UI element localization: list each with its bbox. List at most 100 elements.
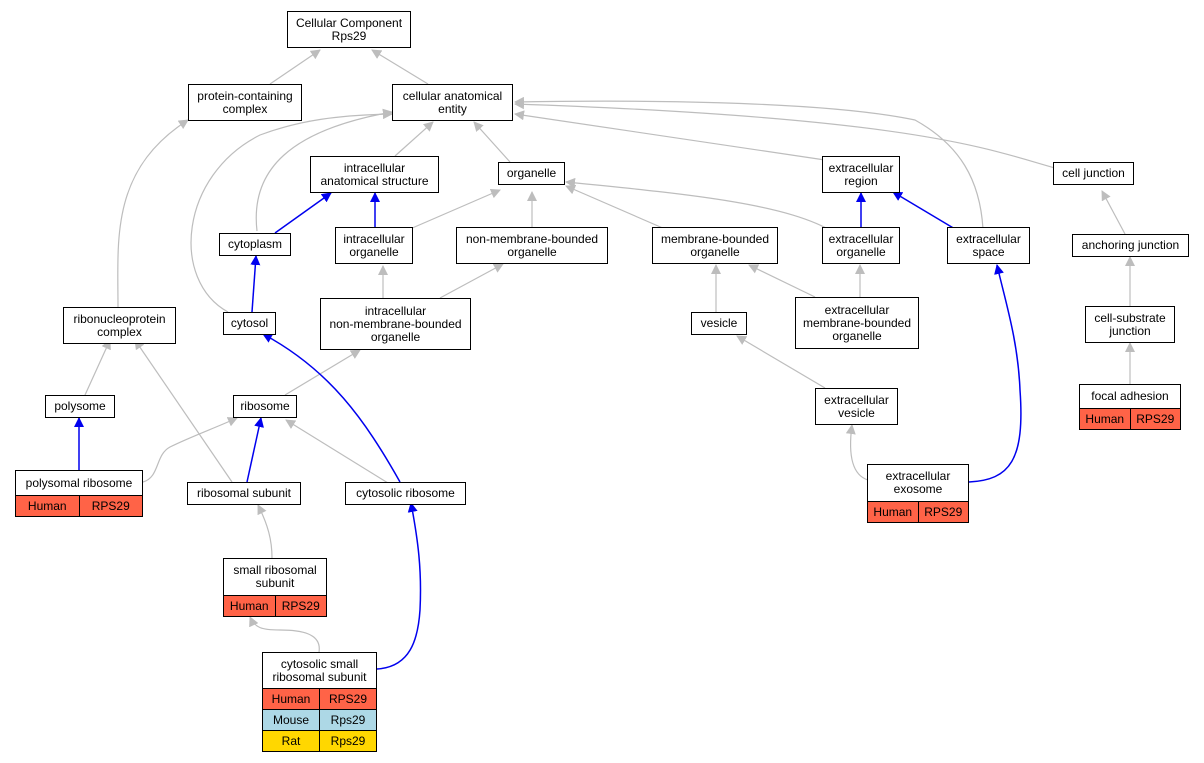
node-label: intracellular anatomical structure [311, 157, 438, 192]
node-label-line: exosome [893, 482, 943, 496]
node-label: intracellular organelle [336, 228, 412, 263]
node-label-line: small ribosomal [233, 563, 317, 577]
node-cytoplasm[interactable]: cytoplasm [219, 233, 291, 256]
node-label: non-membrane-bounded organelle [457, 228, 607, 263]
node-label-line: polysomal ribosome [25, 475, 133, 490]
node-label: ribonucleoprotein complex [64, 308, 175, 343]
node-label: intracellular non-membrane-bounded organ… [321, 299, 470, 349]
node-intracellular-organelle[interactable]: intracellular organelle [335, 227, 413, 264]
node-label-line: vesicle [838, 405, 875, 420]
node-non-membrane-bounded-organelle[interactable]: non-membrane-bounded organelle [456, 227, 608, 264]
node-label: ribosomal subunit [188, 483, 300, 504]
gene-symbol: Rps29 [319, 731, 376, 751]
node-label: anchoring junction [1073, 235, 1188, 256]
node-label: vesicle [692, 313, 746, 334]
edge-csrs-to-cytosolic-ribosome [376, 502, 422, 670]
node-label: cytosolic ribosome [346, 483, 465, 504]
node-label-line: complex [222, 101, 268, 116]
node-label: cytosol [224, 313, 275, 334]
node-cell-junction[interactable]: cell junction [1053, 162, 1134, 185]
node-extracellular-space[interactable]: extracellular space [947, 227, 1030, 264]
edge-exosome-to-extracellular-space [968, 264, 1022, 483]
edge-mbo-to-organelle [565, 184, 666, 230]
node-label-line: organelle [690, 244, 740, 259]
species-row-human: Human RPS29 [1080, 408, 1180, 429]
edge-cytoplasm-to-cae [255, 108, 393, 232]
node-intracellular-anatomical-structure[interactable]: intracellular anatomical structure [310, 156, 439, 193]
node-label-line: protein-containing [197, 88, 293, 103]
node-label-line: cytoplasm [227, 237, 283, 251]
node-label-line: extracellular [828, 231, 894, 246]
node-extracellular-vesicle[interactable]: extracellular vesicle [815, 388, 898, 425]
species-row-mouse: Mouse Rps29 [263, 709, 376, 730]
edge-extracellular-space-to-region [892, 191, 956, 230]
node-label: extracellular membrane-bounded organelle [796, 298, 918, 348]
node-label-line: cytosolic ribosome [356, 486, 455, 500]
gene-symbol: Rps29 [319, 710, 376, 730]
node-polysome[interactable]: polysome [45, 395, 115, 418]
node-cell-substrate-junction[interactable]: cell-substrate junction [1085, 306, 1175, 343]
node-cellular-anatomical-entity[interactable]: cellular anatomical entity [392, 84, 513, 121]
species-name: Human [27, 499, 67, 513]
species-row-rat: Rat Rps29 [263, 730, 376, 751]
node-label-line: intracellular [343, 160, 406, 175]
node-label-line: Cellular Component [295, 15, 403, 30]
node-intracellular-non-membrane-bounded-organelle[interactable]: intracellular non-membrane-bounded organ… [320, 298, 471, 350]
node-extracellular-exosome[interactable]: extracellular exosome Human RPS29 [867, 464, 969, 523]
node-label-line: organelle [836, 244, 886, 259]
node-cytosol[interactable]: cytosol [223, 312, 276, 335]
edge-cytosolic-ribosome-to-cytosol [262, 333, 401, 483]
node-protein-containing-complex[interactable]: protein-containing complex [188, 84, 302, 121]
species-row-human: Human RPS29 [224, 595, 326, 616]
edge-cytosol-to-cae [190, 109, 393, 313]
edge-ribosome-to-inmbo [284, 349, 361, 396]
edge-rnp-to-protein-complex [117, 119, 189, 308]
node-root[interactable]: Cellular Component Rps29 [287, 11, 411, 48]
node-label-line: subunit [255, 576, 295, 590]
node-label-line: cell-substrate [1094, 310, 1166, 325]
node-ribosomal-subunit[interactable]: ribosomal subunit [187, 482, 301, 505]
node-ribosome[interactable]: ribosome [233, 395, 297, 418]
gene-symbol: RPS29 [319, 689, 376, 709]
edge-cytosolic-ribosome-to-ribosome [285, 419, 389, 484]
node-cytosolic-small-ribosomal-subunit[interactable]: cytosolic small ribosomal subunit Human … [262, 652, 377, 752]
edge-organelle-to-cae [473, 121, 511, 163]
node-label-line: extracellular [956, 231, 1021, 246]
node-label-line: extracellular [824, 302, 890, 317]
node-ribonucleoprotein-complex[interactable]: ribonucleoprotein complex [63, 307, 176, 344]
gene-symbol: RPS29 [274, 596, 327, 616]
node-extracellular-membrane-bounded-organelle[interactable]: extracellular membrane-bounded organelle [795, 297, 919, 349]
node-label-line: non-membrane-bounded [465, 231, 599, 246]
node-label: extracellular exosome [868, 465, 968, 501]
node-label-line: organelle [506, 166, 557, 180]
node-extracellular-region[interactable]: extracellular region [822, 156, 900, 193]
edge-cae-to-root [371, 49, 429, 85]
species-row-human: Human RPS29 [263, 688, 376, 709]
node-label-line: intracellular [343, 231, 405, 246]
edge-polysomal-ribosome-to-ribosome [142, 417, 238, 483]
node-organelle[interactable]: organelle [498, 162, 565, 185]
node-label-line: non-membrane-bounded [329, 316, 462, 331]
node-focal-adhesion[interactable]: focal adhesion Human RPS29 [1079, 384, 1181, 430]
node-cytosolic-ribosome[interactable]: cytosolic ribosome [345, 482, 466, 505]
species-row-human: Human RPS29 [868, 501, 968, 522]
gene-symbol: RPS29 [78, 496, 143, 516]
node-label-line: anatomical structure [320, 173, 429, 188]
node-label-line: region [844, 173, 878, 188]
node-polysomal-ribosome[interactable]: polysomal ribosome Human RPS29 [15, 470, 143, 517]
edge-csrs-to-srs [249, 616, 320, 653]
edge-protein-complex-to-root [269, 49, 321, 85]
node-membrane-bounded-organelle[interactable]: membrane-bounded organelle [652, 227, 778, 264]
node-label: protein-containing complex [189, 85, 301, 120]
node-small-ribosomal-subunit[interactable]: small ribosomal subunit Human RPS29 [223, 558, 327, 617]
edge-polysome-to-rnp [84, 339, 111, 396]
node-vesicle[interactable]: vesicle [691, 312, 747, 335]
node-label-line: space [972, 244, 1005, 259]
node-label-line: cellular anatomical [402, 88, 503, 103]
node-label-line: organelle [507, 244, 557, 259]
node-extracellular-organelle[interactable]: extracellular organelle [822, 227, 900, 264]
node-label-line: polysome [54, 399, 106, 413]
node-label: extracellular region [823, 157, 899, 192]
node-anchoring-junction[interactable]: anchoring junction [1072, 234, 1189, 257]
